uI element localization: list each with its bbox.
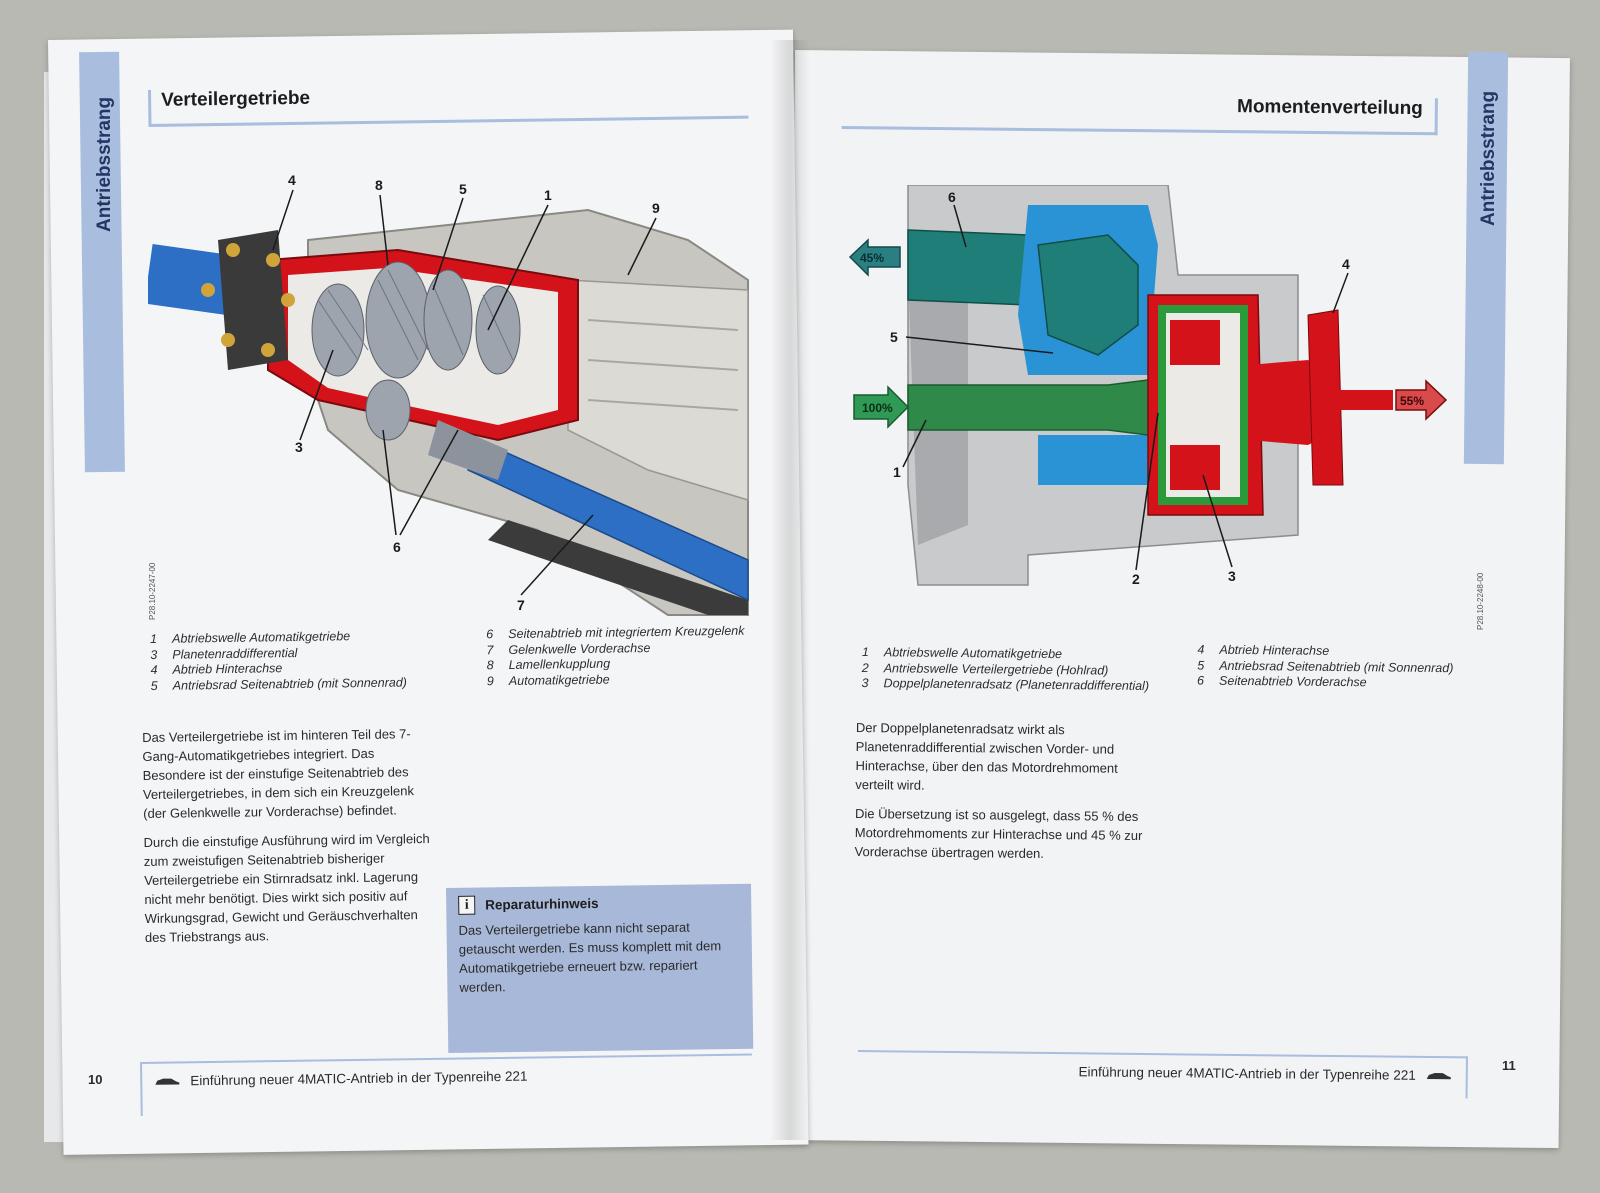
info-icon: i: [458, 895, 476, 915]
callout-7: 7: [517, 597, 525, 613]
callout-3: 3: [295, 439, 303, 455]
right-body: Der Doppelplanetenradsatz wirkt als Plan…: [855, 718, 1151, 864]
left-paragraph-1: Das Verteilergetriebe ist im hinteren Te…: [142, 726, 414, 821]
left-body: Das Verteilergetriebe ist im hinteren Te…: [142, 724, 435, 947]
right-paragraph-2: Die Übersetzung ist so ausgelegt, dass 5…: [854, 805, 1143, 861]
torque-distribution-figure: 45% 100% 55% 6 5 4 1 2 3: [848, 185, 1448, 587]
right-page-title: Momentenverteilung: [1236, 96, 1423, 120]
car-icon: [1426, 1072, 1451, 1079]
left-figure-code: P28.10-2247-00: [148, 562, 157, 620]
arrow-front: 45%: [848, 238, 901, 277]
arrow-input-label: 100%: [862, 401, 893, 415]
arrow-rear: 55%: [1395, 379, 1448, 421]
repair-note-box: i Reparaturhinweis Das Verteilergetriebe…: [446, 883, 754, 1053]
callout-2: 2: [1132, 571, 1140, 587]
left-page-title: Verteilergetriebe: [160, 87, 311, 111]
callout-5: 5: [459, 181, 467, 197]
right-paragraph-1: Der Doppelplanetenradsatz wirkt als Plan…: [855, 719, 1118, 793]
left-footer-text: Einführung neuer 4MATIC-Antrieb in der T…: [190, 1068, 528, 1089]
right-sidebar-label: Antriebsstrang: [1478, 90, 1499, 226]
book-spine: [770, 40, 810, 1140]
arrow-front-label: 45%: [860, 251, 884, 265]
right-page-number: 11: [1502, 1058, 1516, 1073]
callout-1: 1: [544, 187, 552, 203]
arrow-input: 100%: [853, 385, 910, 429]
callout-5: 5: [890, 329, 898, 345]
callout-4: 4: [288, 172, 296, 188]
right-footer: Einführung neuer 4MATIC-Antrieb in der T…: [857, 1050, 1468, 1099]
callout-6: 6: [393, 539, 401, 555]
callout-6: 6: [948, 189, 956, 205]
callout-1: 1: [893, 464, 901, 480]
left-sidebar-label: Antriebsstrang: [94, 96, 115, 232]
left-page-number: 10: [88, 1072, 103, 1087]
callout-4: 4: [1342, 256, 1350, 272]
right-title-block: Momentenverteilung: [841, 92, 1438, 136]
callout-8: 8: [375, 177, 383, 193]
car-icon: [155, 1078, 180, 1085]
repair-note-title: Reparaturhinweis: [485, 895, 599, 913]
callout-9: 9: [652, 200, 660, 216]
arrow-rear-label: 55%: [1400, 394, 1424, 408]
callout-3: 3: [1228, 568, 1236, 584]
right-figure-code: P28.10-2248-00: [1476, 572, 1485, 630]
left-footer: Einführung neuer 4MATIC-Antrieb in der T…: [140, 1053, 753, 1116]
right-footer-text: Einführung neuer 4MATIC-Antrieb in der T…: [1078, 1064, 1416, 1083]
repair-note-text: Das Verteilergetriebe kann nicht separat…: [458, 919, 722, 995]
left-paragraph-2: Durch die einstufige Ausführung wird im …: [143, 830, 430, 945]
transfer-case-figure: 4 8 5 1 9 3 6 7: [148, 172, 749, 616]
